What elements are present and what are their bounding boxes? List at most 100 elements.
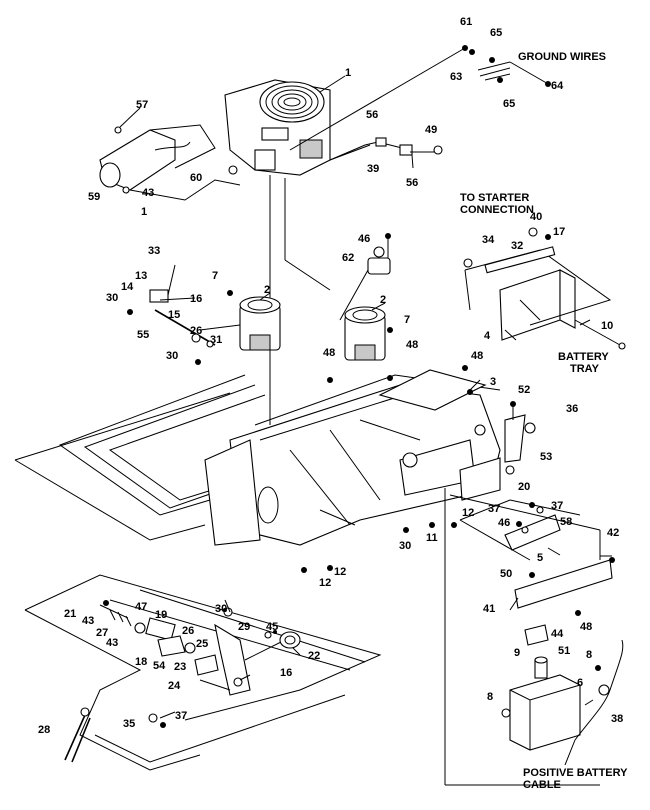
callout-43: 43 (142, 187, 154, 199)
callout-49: 49 (425, 124, 437, 136)
callout-58: 58 (560, 516, 572, 528)
callout-13: 13 (135, 270, 147, 282)
callout-57: 57 (136, 99, 148, 111)
callout-65a: 65 (490, 27, 502, 39)
callout-23: 23 (174, 661, 186, 673)
callout-53: 53 (540, 451, 552, 463)
callout-25: 25 (196, 638, 208, 650)
callout-44: 44 (551, 628, 564, 640)
callout-56a: 56 (366, 109, 378, 121)
callout-56b: 56 (406, 177, 418, 189)
callout-14: 14 (121, 281, 134, 293)
callout-9: 9 (514, 647, 520, 659)
starter-solenoid (339, 233, 391, 321)
callout-41: 41 (483, 603, 495, 615)
callout-15: 15 (168, 309, 180, 321)
bracket-5 (459, 499, 581, 561)
callout-30a: 30 (106, 292, 118, 304)
battery-tray-label-line2: TRAY (570, 363, 600, 375)
callout-26b: 26 (182, 625, 194, 637)
callout-8a: 8 (586, 649, 592, 661)
callout-16a: 16 (190, 293, 202, 305)
callout-36: 36 (566, 403, 578, 415)
callout-30d: 30 (215, 603, 227, 615)
callout-2a: 2 (264, 284, 270, 296)
callout-7a: 7 (212, 270, 218, 282)
hardware-fasteners (223, 290, 535, 634)
callout-12c: 12 (319, 577, 331, 589)
callout-48d: 48 (580, 621, 592, 633)
positive-battery-cable (444, 488, 624, 786)
battery (501, 624, 610, 751)
callout-64: 64 (551, 80, 564, 92)
callout-46a: 46 (358, 233, 370, 245)
callout-28: 28 (38, 724, 50, 736)
callout-31: 31 (210, 334, 222, 346)
callout-62: 62 (342, 252, 354, 264)
hydro-pump-right (344, 306, 386, 361)
callout-63: 63 (450, 71, 462, 83)
fuel-fitting (329, 137, 443, 169)
callout-59: 59 (88, 191, 100, 203)
muffler (99, 124, 241, 201)
callout-22: 22 (308, 650, 320, 662)
positive-cable-label-line1: POSITIVE BATTERY (523, 767, 628, 779)
brake-linkage (127, 264, 216, 365)
battery-tray-assembly (463, 227, 626, 350)
callout-24: 24 (168, 680, 181, 692)
battery-tray-label-line1: BATTERY (558, 351, 609, 363)
callout-27: 27 (96, 627, 108, 639)
callout-16b: 16 (280, 667, 292, 679)
callout-29: 29 (238, 621, 250, 633)
callout-34: 34 (482, 234, 495, 246)
engine (224, 79, 331, 425)
callout-8b: 8 (487, 691, 493, 703)
callout-37b: 37 (551, 500, 563, 512)
callout-39: 39 (367, 163, 379, 175)
callout-60: 60 (190, 172, 202, 184)
callout-3: 3 (490, 376, 496, 388)
ground-wires-label: GROUND WIRES (518, 51, 606, 63)
callout-10: 10 (601, 320, 613, 332)
callout-45: 45 (266, 621, 278, 633)
callout-19: 19 (155, 609, 167, 621)
callout-numbers: 1 57 43 1 59 60 56 49 39 56 61 65 63 64 … (38, 16, 623, 736)
callout-6: 6 (577, 677, 583, 689)
hydro-pump-left (199, 296, 281, 351)
callout-38: 38 (611, 713, 623, 725)
callout-50: 50 (500, 568, 512, 580)
callout-46b: 46 (498, 517, 510, 529)
callout-26a: 26 (190, 325, 202, 337)
callout-12b: 12 (334, 566, 346, 578)
callout-48b: 48 (406, 339, 418, 351)
leader-lines (119, 75, 594, 706)
callout-48a: 48 (323, 347, 335, 359)
callout-11: 11 (426, 532, 438, 544)
callout-42: 42 (607, 527, 619, 539)
callout-40: 40 (530, 211, 542, 223)
annotation-labels: GROUND WIRES TO STARTER CONNECTION BATTE… (460, 51, 628, 791)
callout-4: 4 (484, 330, 491, 342)
callout-18: 18 (135, 656, 147, 668)
callout-43b: 43 (82, 615, 94, 627)
pedal-assembly (64, 600, 301, 763)
right-frame-bracket (504, 401, 536, 475)
callout-21: 21 (64, 608, 76, 620)
callout-47: 47 (135, 601, 147, 613)
callout-20: 20 (518, 481, 530, 493)
callout-2b: 2 (380, 294, 386, 306)
callout-35: 35 (123, 718, 135, 730)
battery-bracket-41 (449, 494, 615, 616)
callout-33: 33 (148, 245, 160, 257)
callout-37c: 37 (175, 710, 187, 722)
callout-55: 55 (137, 329, 149, 341)
callout-1: 1 (345, 67, 351, 79)
callout-7b: 7 (404, 314, 410, 326)
callout-32: 32 (511, 240, 523, 252)
callout-65b: 65 (503, 98, 515, 110)
callout-1b: 1 (141, 206, 147, 218)
callout-61: 61 (460, 16, 472, 28)
callout-30b: 30 (166, 350, 178, 362)
